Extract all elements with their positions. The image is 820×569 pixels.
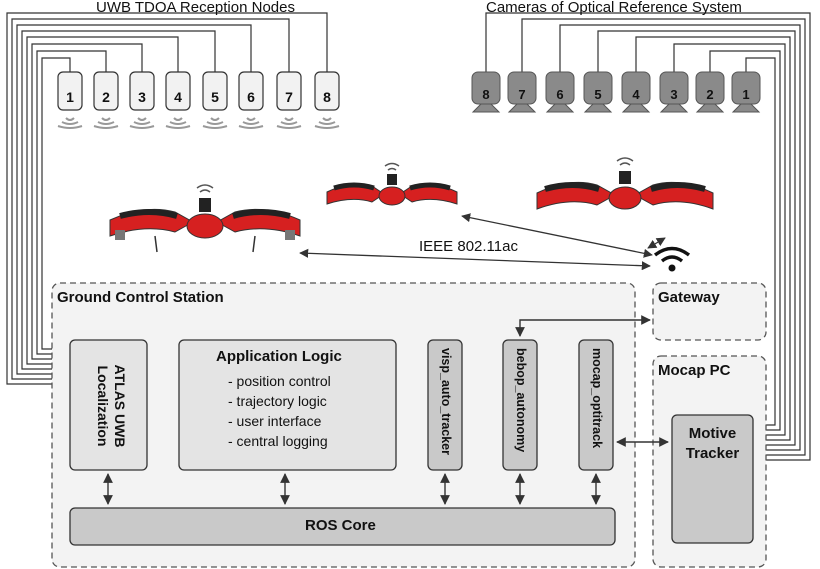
- camera-8: 8: [482, 87, 490, 102]
- uwb-node-6: 6: [247, 89, 255, 105]
- uwb-nodes: [57, 71, 340, 129]
- signal-arc: [202, 125, 228, 129]
- drone-middle: [326, 162, 458, 206]
- signal-arc: [169, 121, 187, 125]
- camera-row: [471, 71, 761, 113]
- camera-mount: [545, 103, 575, 113]
- uwb-nodes-title: UWB TDOA Reception Nodes: [96, 0, 295, 16]
- camera-6: 6: [556, 87, 564, 102]
- signal-arc: [280, 121, 298, 125]
- signal-arc: [246, 117, 256, 121]
- signal-arc: [284, 117, 294, 121]
- bebop-autonomy-label: bebop_autonomy: [514, 348, 528, 453]
- motive-tracker-line2: Tracker: [685, 445, 740, 462]
- camera-1: 1: [742, 87, 750, 102]
- signal-arc: [314, 125, 340, 129]
- uwb-node-2: 2: [102, 89, 110, 105]
- camera-mount: [659, 103, 689, 113]
- visp-auto-tracker-box: [427, 339, 463, 471]
- camera-5: 5: [594, 87, 602, 102]
- bebop-gateway-link: [515, 315, 651, 337]
- app-item-user-interface: - user interface: [228, 413, 322, 429]
- wifi-standard-label: IEEE 802.11ac: [419, 238, 518, 255]
- cameras-title: Cameras of Optical Reference System: [486, 0, 742, 16]
- signal-arc: [133, 121, 151, 125]
- application-logic-box: [178, 339, 397, 471]
- camera-2: 2: [706, 87, 714, 102]
- uwb-node-box: [129, 71, 155, 111]
- uwb-node-box: [57, 71, 83, 111]
- mocap-optitrack-box: [578, 339, 614, 471]
- atlas-uwb-label: ATLAS UWB Localization: [94, 356, 128, 456]
- uwb-node-box: [93, 71, 119, 111]
- signal-arc: [238, 125, 264, 129]
- signal-arc: [129, 125, 155, 129]
- application-logic-title: Application Logic: [216, 348, 342, 365]
- motive-tracker-line1: Motive: [688, 425, 737, 442]
- signal-arc: [322, 117, 332, 121]
- ros-core-label: ROS Core: [305, 517, 376, 534]
- camera-3: 3: [670, 87, 678, 102]
- uwb-node-box: [276, 71, 302, 111]
- ros-core-box: [69, 507, 616, 546]
- signal-arc: [65, 117, 75, 121]
- camera-mount: [507, 103, 537, 113]
- motive-tracker-label: Motive Tracker: [672, 424, 753, 464]
- gateway-title: Gateway: [658, 289, 720, 306]
- app-item-central-logging: - central logging: [228, 433, 328, 449]
- uwb-node-4: 4: [174, 89, 182, 105]
- app-item-position-control: - position control: [228, 373, 331, 389]
- camera-4: 4: [632, 87, 640, 102]
- uwb-node-7: 7: [285, 89, 293, 105]
- signal-arc: [206, 121, 224, 125]
- signal-arc: [165, 125, 191, 129]
- uwb-node-3: 3: [138, 89, 146, 105]
- camera-mount: [695, 103, 725, 113]
- uwb-node-1: 1: [66, 89, 74, 105]
- uwb-wiring: [6, 12, 328, 385]
- drone-left: [109, 184, 301, 253]
- wifi-links: [299, 213, 666, 271]
- signal-arc: [101, 117, 111, 121]
- signal-arc: [137, 117, 147, 121]
- uwb-node-5: 5: [211, 89, 219, 105]
- camera-mount: [583, 103, 613, 113]
- signal-arc: [173, 117, 183, 121]
- mocap-pc-title: Mocap PC: [658, 362, 731, 379]
- uwb-node-8: 8: [323, 89, 331, 105]
- signal-arc: [97, 121, 115, 125]
- camera-7: 7: [518, 87, 526, 102]
- signal-arc: [276, 125, 302, 129]
- motive-tracker-box: [671, 414, 754, 544]
- wifi-icon: [653, 246, 691, 272]
- gateway-region: [652, 282, 767, 341]
- camera-mount: [471, 103, 501, 113]
- signal-arc: [93, 125, 119, 129]
- signal-arc: [318, 121, 336, 125]
- app-item-trajectory-logic: - trajectory logic: [228, 393, 327, 409]
- signal-arc: [61, 121, 79, 125]
- signal-arc: [210, 117, 220, 121]
- uwb-node-box: [314, 71, 340, 111]
- camera-wiring: [485, 12, 811, 461]
- mocap-optitrack-label: mocap_optitrack: [590, 348, 604, 449]
- atlas-uwb-line2: Localization: [95, 365, 111, 447]
- atlas-uwb-line1: ATLAS UWB: [112, 364, 128, 448]
- uwb-node-box: [238, 71, 264, 111]
- camera-mount: [621, 103, 651, 113]
- bebop-autonomy-box: [502, 339, 538, 471]
- ground-control-station-title: Ground Control Station: [57, 289, 224, 306]
- signal-arc: [242, 121, 260, 125]
- uwb-node-box: [165, 71, 191, 111]
- visp-auto-tracker-label: visp_auto_tracker: [439, 348, 453, 456]
- camera-mount: [731, 103, 761, 113]
- signal-arc: [57, 125, 83, 129]
- ros-links: [103, 473, 601, 505]
- application-logic-list: - position control - trajectory logic - …: [228, 371, 331, 451]
- atlas-uwb-box: [69, 339, 148, 471]
- uwb-node-box: [202, 71, 228, 111]
- drone-right: [536, 157, 714, 210]
